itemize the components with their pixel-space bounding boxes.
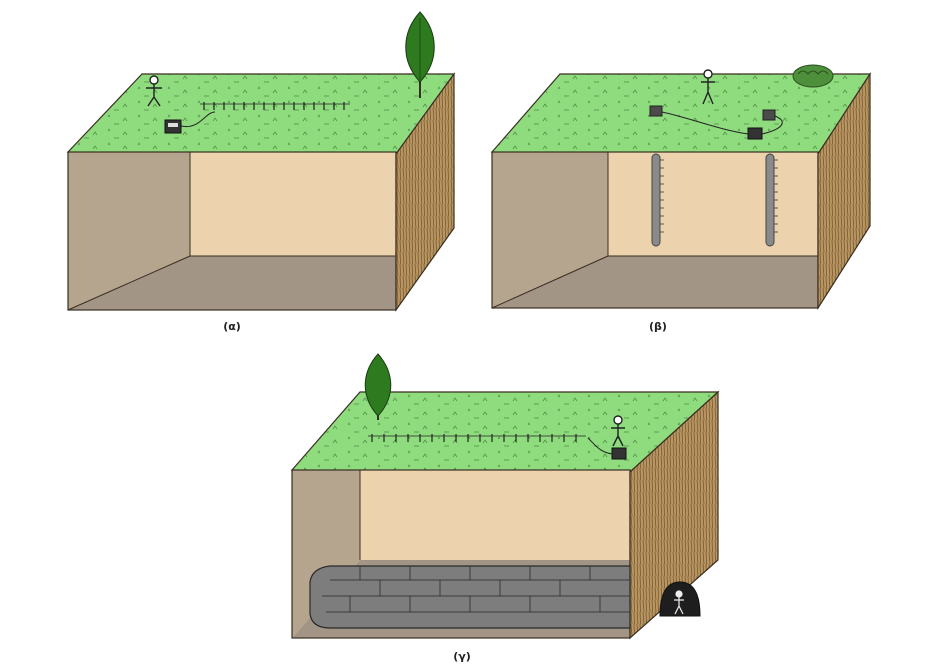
bush-icon bbox=[793, 65, 833, 87]
panel-c-caption: (γ) bbox=[453, 650, 471, 663]
borehole-icon bbox=[766, 154, 778, 246]
borehole-icon bbox=[652, 154, 664, 246]
panel-b-caption: (β) bbox=[649, 320, 667, 333]
panel-c: (γ) bbox=[292, 354, 718, 663]
panel-b: (β) bbox=[492, 65, 870, 333]
ground-surface bbox=[68, 74, 454, 154]
panel-a-caption: (α) bbox=[223, 320, 241, 333]
panel-a: (α) bbox=[68, 12, 454, 333]
